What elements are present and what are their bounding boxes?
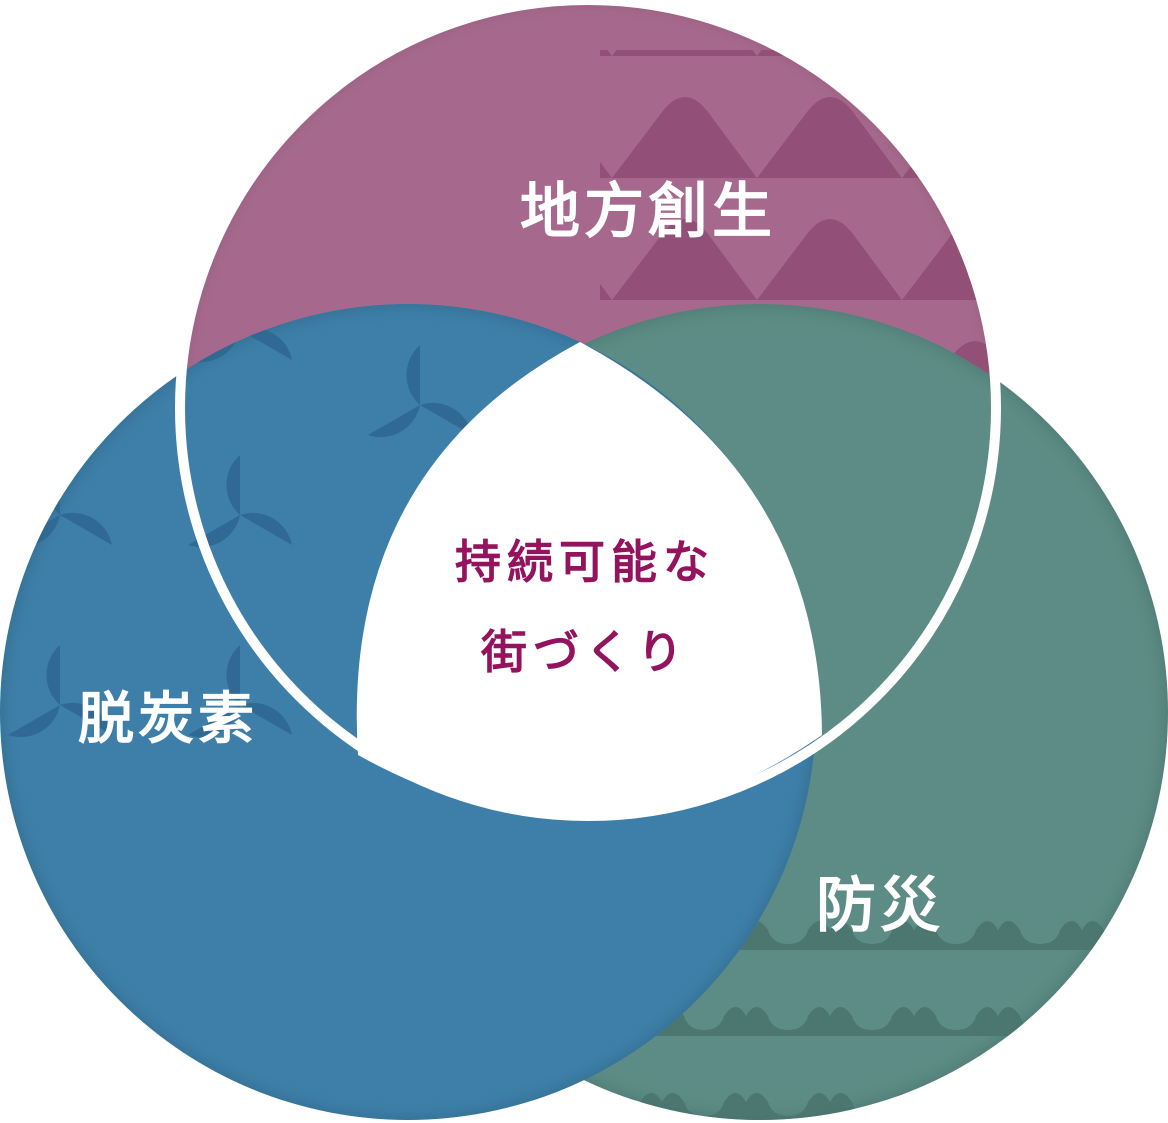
center-title-line2: 街づくり [480,625,689,679]
center-region [356,342,822,818]
disaster-prevention-label: 防災 [816,871,944,941]
regional-revitalization-label: 地方創生 [520,177,776,247]
center-title-line1: 持続可能な [455,535,715,589]
decarbonization-label: 脱炭素 [78,687,258,752]
